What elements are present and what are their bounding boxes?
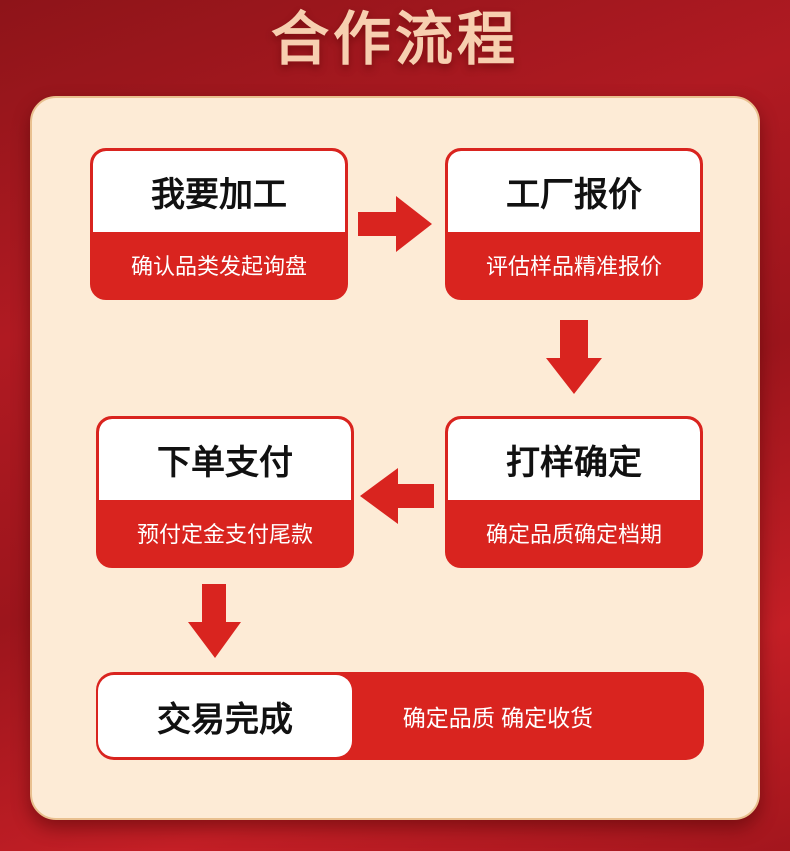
arrow-left-icon [360,468,434,524]
step-desc: 确定品质确定档期 [485,521,662,547]
step-desc: 确认品类发起询盘 [130,253,307,279]
step-title: 工厂报价 [448,151,700,232]
final-step-title: 交易完成 [98,675,352,757]
step-desc: 评估样品精准报价 [485,253,662,279]
step-box-3: 打样确定 确定品质确定档期 [445,416,703,568]
step-box-1: 我要加工 确认品类发起询盘 [90,148,348,300]
step-title: 下单支付 [99,419,351,500]
step-box-4: 下单支付 预付定金支付尾款 [96,416,354,568]
step-title: 打样确定 [448,419,700,500]
page-title: 合作流程 [270,7,519,72]
arrow-down-icon [546,320,602,394]
final-step-desc: 确定品质 确定收货 [402,705,594,731]
step-desc: 预付定金支付尾款 [136,521,313,547]
arrow-right-icon [358,196,432,252]
step-title: 我要加工 [93,151,345,232]
step-box-2: 工厂报价 评估样品精准报价 [445,148,703,300]
final-step-bar: 交易完成 确定品质 确定收货 [96,672,704,760]
arrow-down-icon [188,584,241,658]
